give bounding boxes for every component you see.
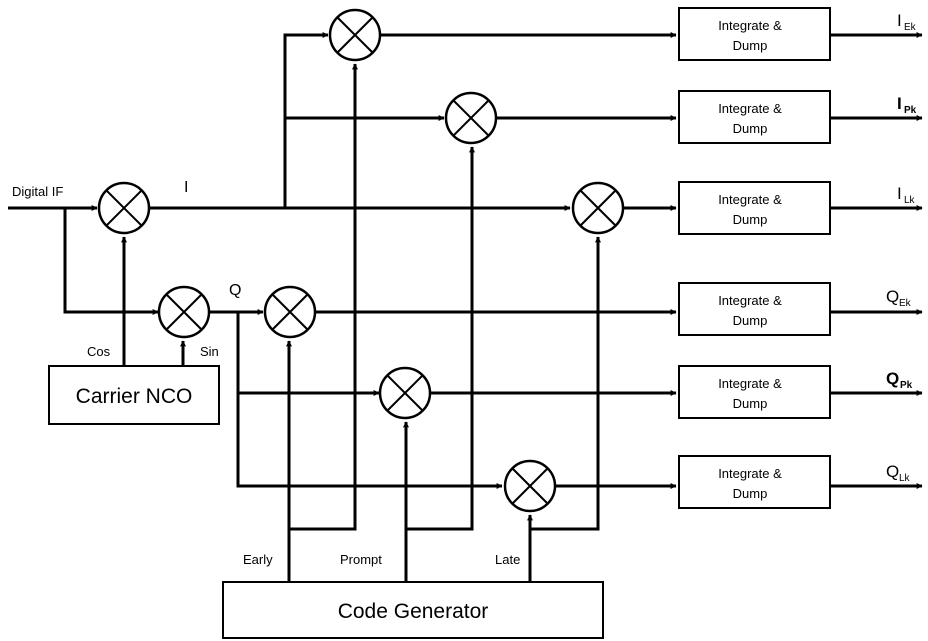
mixer-i-prompt — [444, 91, 498, 145]
integrator-label-line1: Integrate & — [718, 192, 782, 207]
output-label-i-prompt: I Pk — [897, 94, 917, 116]
code-generator-label: Code Generator — [338, 600, 489, 623]
i-signal-label: I — [184, 179, 188, 196]
carrier-nco-block: Carrier NCO — [48, 365, 220, 425]
integrator-label-line2: Dump — [733, 212, 768, 227]
output-sub: Lk — [904, 195, 916, 206]
output-label-i-early: I Ek — [897, 11, 917, 33]
output-sub: Lk — [899, 473, 911, 484]
integrator-label-line2: Dump — [733, 38, 768, 53]
output-main: I — [897, 11, 902, 30]
integrator-label-line1: Integrate & — [718, 101, 782, 116]
prompt-code-line-i — [406, 146, 475, 531]
output-main: Q — [886, 462, 899, 481]
output-sub: Pk — [904, 105, 917, 116]
integrator-label-line2: Dump — [733, 121, 768, 136]
mixer-if-i — [97, 181, 151, 235]
prompt-label: Prompt — [340, 552, 382, 567]
output-main: Q — [886, 287, 899, 306]
mixer-if-q — [157, 285, 211, 339]
integrator-i-prompt: Integrate & Dump — [678, 90, 831, 144]
output-sub: Ek — [904, 22, 917, 33]
output-sub: Pk — [900, 380, 913, 391]
integrator-label-line1: Integrate & — [718, 293, 782, 308]
q-signal-label: Q — [229, 282, 241, 299]
late-code-line-i — [530, 236, 601, 531]
if-branch-line — [63, 208, 159, 315]
i-early-line — [283, 32, 329, 208]
output-label-q-late: Q Lk — [886, 462, 911, 484]
mixer-q-early — [263, 285, 317, 339]
mixer-q-late — [503, 459, 557, 513]
sin-label: Sin — [200, 344, 219, 359]
q-late-line — [236, 393, 503, 489]
integrator-i-early: Integrate & Dump — [678, 7, 831, 61]
integrator-q-prompt: Integrate & Dump — [678, 365, 831, 419]
mixer-q-prompt — [378, 366, 432, 420]
early-code-line-i — [289, 63, 358, 531]
digital-if-label: Digital IF — [12, 184, 63, 199]
mixer-i-early — [328, 8, 382, 62]
integrator-i-late: Integrate & Dump — [678, 181, 831, 235]
output-label-q-early: Q Ek — [886, 287, 912, 309]
output-main: Q — [886, 369, 899, 388]
early-label: Early — [243, 552, 273, 567]
code-generator-block: Code Generator — [222, 581, 604, 639]
output-main: I — [897, 184, 902, 203]
integrator-q-early: Integrate & Dump — [678, 282, 831, 336]
cos-label: Cos — [87, 344, 111, 359]
mixer-i-late — [571, 181, 625, 235]
integrator-label-line1: Integrate & — [718, 376, 782, 391]
output-sub: Ek — [899, 298, 912, 309]
integrator-label-line1: Integrate & — [718, 18, 782, 33]
late-label: Late — [495, 552, 520, 567]
output-label-i-late: I Lk — [897, 184, 916, 206]
output-label-q-prompt: Q Pk — [886, 369, 913, 391]
integrator-label-line2: Dump — [733, 486, 768, 501]
integrator-q-late: Integrate & Dump — [678, 455, 831, 509]
integrator-label-line1: Integrate & — [718, 466, 782, 481]
integrator-label-line2: Dump — [733, 313, 768, 328]
carrier-nco-label: Carrier NCO — [76, 385, 193, 408]
integrator-label-line2: Dump — [733, 396, 768, 411]
output-main: I — [897, 94, 902, 113]
